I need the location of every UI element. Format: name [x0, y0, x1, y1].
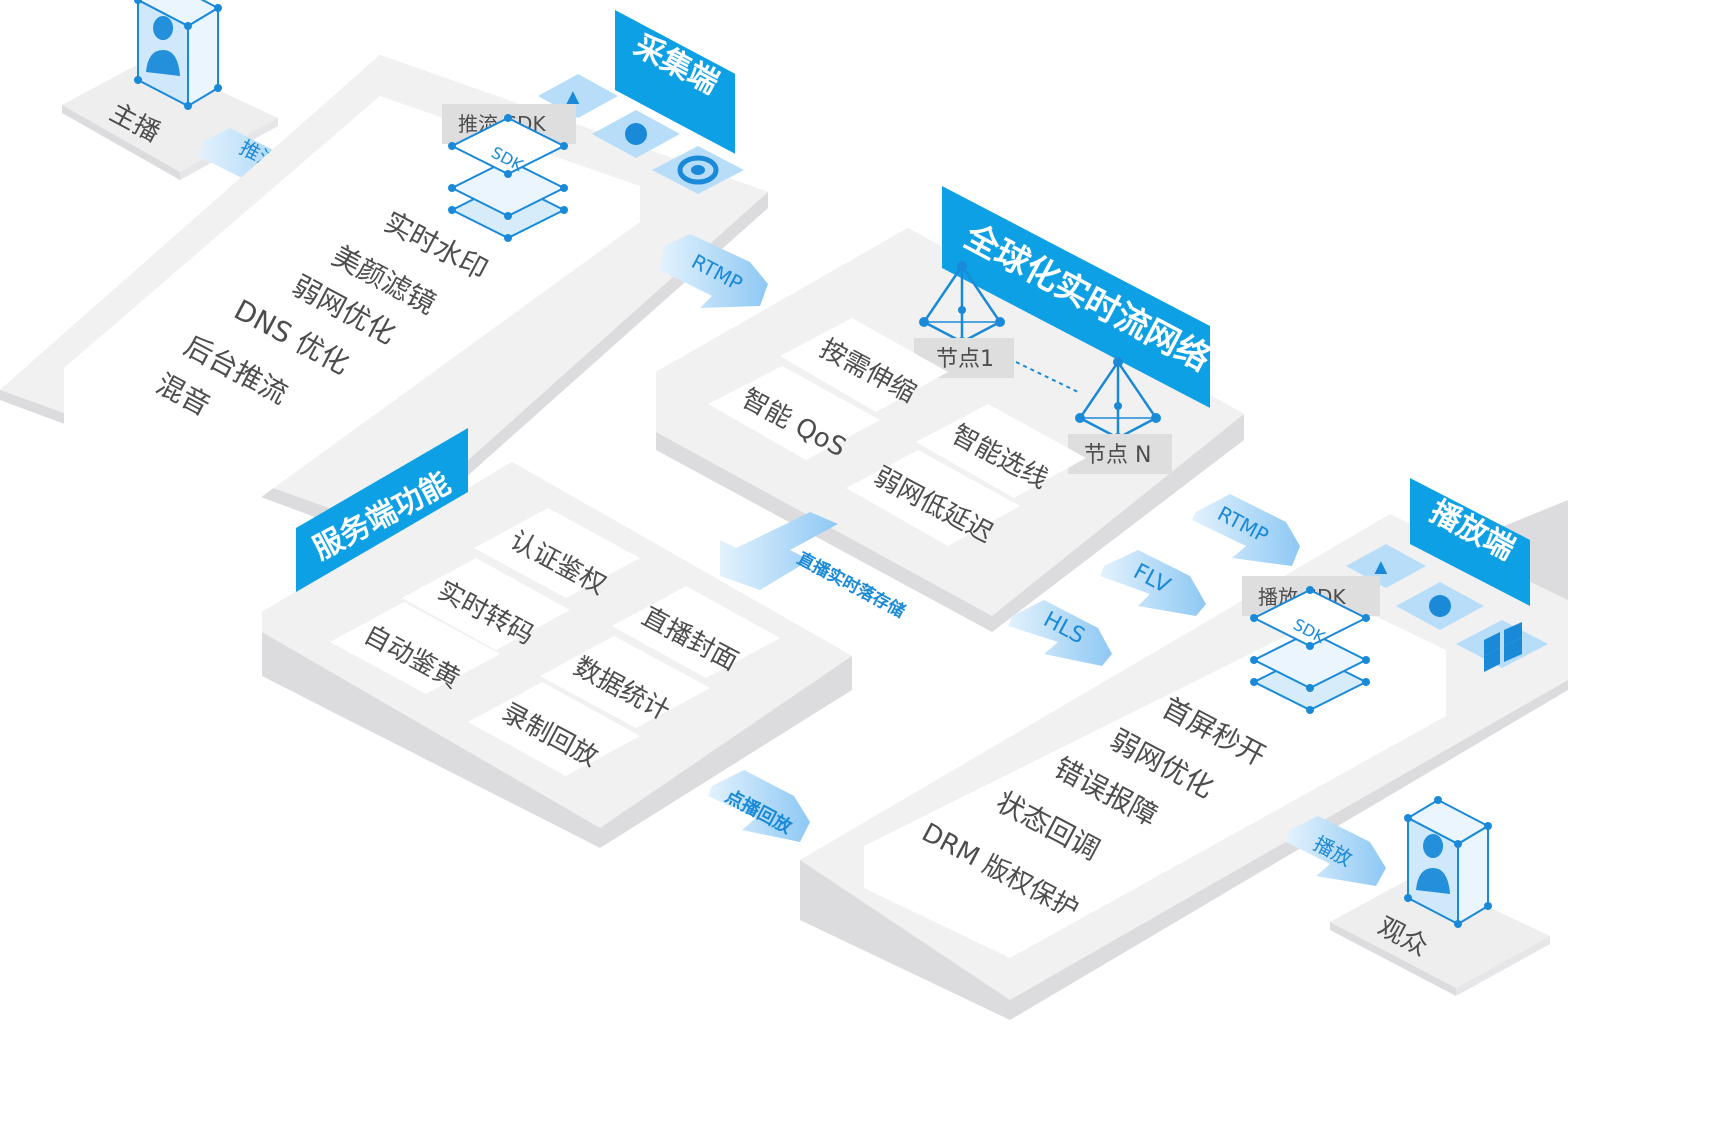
node-1-label: 节点1 — [936, 347, 994, 372]
player-panel: 播放端 ▲ 播放 SDK SDK 首屏秒开 弱网优化 错误报障 状态回调 DRM… — [800, 478, 1568, 1020]
network-tile-3 — [916, 404, 1086, 498]
capture-title-badge — [615, 10, 735, 154]
vod-arrow: 点播回放 — [708, 770, 810, 842]
android-icon: ▲ — [562, 84, 584, 109]
play-arrow: 播放 — [1286, 816, 1386, 886]
network-tile-4 — [846, 450, 1020, 546]
server-tile-1 — [474, 508, 640, 598]
record-icon — [677, 155, 719, 185]
server-tile-3 — [612, 586, 780, 678]
apple-icon — [625, 123, 647, 145]
server-tile-5 — [540, 636, 710, 728]
capture-panel: 采集端 ▲ 推流 SDK SDK 实时水印 美颜滤镜 弱网优化 DNS 优化 后… — [0, 10, 768, 545]
node-n-label: 节点 N — [1084, 443, 1151, 468]
rtmp-arrow-1: RTMP — [660, 234, 768, 308]
android-icon: ▲ — [1370, 554, 1392, 579]
player-title-badge — [1410, 478, 1530, 606]
network-title-badge — [942, 186, 1210, 408]
network-panel: 全球化实时流网络 节点1 节点 N 按需伸缩 智能 QoS 智能选线 弱网低延迟 — [656, 186, 1244, 632]
flv-arrow: FLV — [1100, 550, 1206, 616]
apple-icon — [1429, 595, 1451, 617]
server-panel: 服务端功能 认证鉴权 实时转码 直播封面 自动鉴黄 数据统计 录制回放 — [262, 428, 852, 848]
node-link — [1015, 361, 1079, 393]
rtmp-arrow-2: RTMP — [1192, 494, 1300, 566]
node-n-label-bg — [1068, 434, 1172, 474]
network-tile-2 — [708, 366, 880, 460]
server-tile-2 — [402, 558, 570, 650]
server-tile-4 — [330, 602, 500, 694]
server-title-badge — [296, 428, 468, 592]
network-tile-1 — [780, 318, 948, 412]
viewer-node: 观众 — [1330, 795, 1550, 996]
server-tile-6 — [468, 682, 640, 776]
hls-arrow: HLS — [1008, 600, 1112, 666]
windows-icon — [1484, 622, 1522, 672]
